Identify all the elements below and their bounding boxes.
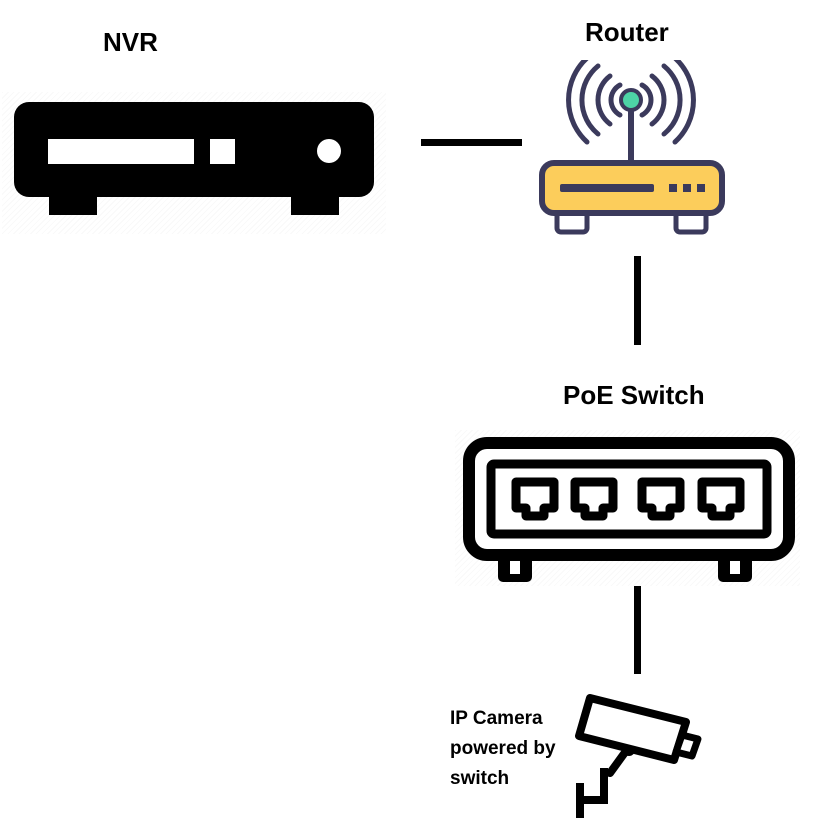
camera-label-line-2: powered by — [450, 738, 556, 759]
router-switch-connection — [634, 256, 641, 345]
camera-label-line-3: switch — [450, 768, 510, 789]
nvr-router-connection — [421, 139, 522, 146]
nvr-recorder-icon — [14, 102, 374, 215]
camera-label-line-1: IP Camera — [450, 708, 543, 729]
nvr-label: NVR — [103, 27, 158, 57]
poe-switch-label: PoE Switch — [563, 380, 705, 410]
network-switch-icon — [463, 437, 795, 582]
security-camera-icon — [575, 694, 702, 818]
wifi-router-icon — [539, 60, 725, 235]
switch-camera-connection — [634, 586, 641, 674]
router-label: Router — [585, 17, 669, 47]
ip-camera-label: IP Camera powered by switch — [450, 704, 590, 794]
